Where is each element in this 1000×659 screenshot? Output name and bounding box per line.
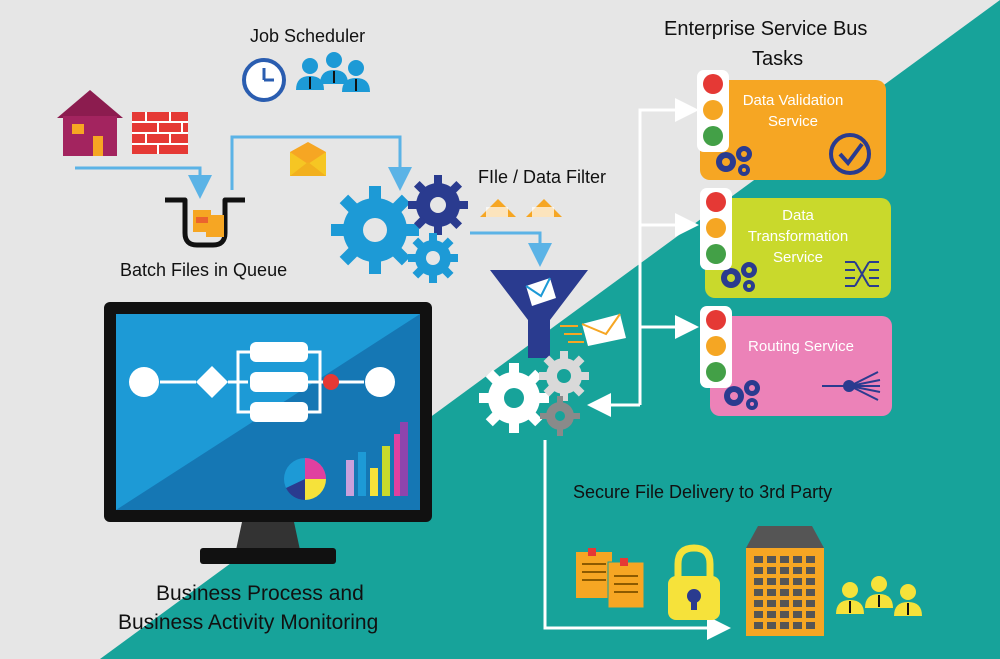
building-window	[780, 556, 789, 563]
data-validation-card: Data Validation Service	[700, 80, 886, 180]
arrow-house-to-queue	[75, 166, 212, 199]
transform-icon	[845, 261, 879, 287]
building-window	[793, 556, 802, 563]
building-window	[793, 611, 802, 618]
validation-title-line1: Data Validation	[742, 92, 844, 109]
checkmark-circle-icon	[829, 133, 871, 175]
building-window	[754, 600, 763, 607]
bar-chart-icon	[346, 422, 408, 496]
building-window	[806, 578, 815, 585]
building-window	[793, 578, 802, 585]
building-window	[767, 567, 776, 574]
building-window	[793, 567, 802, 574]
building-window	[780, 589, 789, 596]
gears-cluster-icon	[331, 175, 468, 283]
building-window	[793, 600, 802, 607]
building-window	[793, 589, 802, 596]
arrow-to-validation	[638, 98, 699, 405]
building-window	[806, 611, 815, 618]
building-window	[767, 578, 776, 585]
file-filter-label: FIle / Data Filter	[478, 167, 607, 187]
arrow-gears-to-filter	[470, 231, 552, 267]
routing-title: Routing Service	[748, 338, 854, 355]
people-group-icon	[836, 576, 922, 616]
building-window	[754, 556, 763, 563]
team-icon	[296, 52, 370, 92]
building-window	[806, 567, 815, 574]
transformation-title-line2: Transformation	[747, 228, 849, 245]
building-window	[780, 600, 789, 607]
arrow-to-delivery	[543, 440, 731, 640]
gears-icon	[721, 262, 757, 292]
data-transformation-card: Data Transformation Service	[705, 198, 891, 298]
building-window	[754, 567, 763, 574]
processing-gears-icon	[479, 351, 589, 436]
building-window	[754, 589, 763, 596]
documents-icon	[576, 548, 645, 609]
gears-icon	[716, 146, 752, 176]
traffic-light-validation	[697, 70, 729, 152]
office-building-icon	[746, 526, 824, 636]
building-window	[767, 556, 776, 563]
building-window	[767, 611, 776, 618]
building-window	[767, 600, 776, 607]
building-window	[754, 622, 763, 629]
event-node	[323, 374, 339, 390]
bpm-label-line1: Business Process and	[156, 582, 364, 605]
padlock-icon	[668, 544, 720, 620]
start-node	[129, 367, 159, 397]
envelope-icon	[290, 142, 326, 176]
building-window	[780, 567, 789, 574]
building-window	[806, 556, 815, 563]
routing-card: Routing Service	[710, 316, 892, 416]
arrow-queue-to-gears	[230, 135, 412, 191]
batch-queue-label: Batch Files in Queue	[120, 260, 288, 280]
traffic-light-transformation	[700, 188, 732, 270]
brick-wall-icon	[132, 112, 188, 154]
building-window	[806, 589, 815, 596]
funnel-icon	[490, 270, 588, 358]
gears-icon	[724, 380, 760, 410]
building-window	[754, 578, 763, 585]
transformation-title-line1: Data	[782, 207, 814, 224]
building-window	[767, 622, 776, 629]
building-window	[806, 622, 815, 629]
building-window	[767, 589, 776, 596]
validation-title-line2: Service	[767, 113, 819, 130]
building-window	[780, 622, 789, 629]
decision-node	[196, 366, 228, 398]
esb-title-line2: Tasks	[752, 48, 804, 70]
end-node	[365, 367, 395, 397]
job-scheduler-label: Job Scheduler	[250, 26, 366, 46]
building-window	[780, 611, 789, 618]
pie-chart-icon	[284, 458, 326, 500]
routing-icon	[822, 371, 881, 401]
building-window	[780, 578, 789, 585]
queue-bucket-icon	[165, 197, 245, 248]
esb-title-line1: Enterprise Service Bus	[664, 18, 868, 40]
transformation-title-line3: Service	[772, 249, 824, 266]
secure-delivery-label: Secure File Delivery to 3rd Party	[573, 482, 833, 502]
building-window	[754, 611, 763, 618]
process-flow-diagram	[129, 342, 395, 422]
building-window	[793, 622, 802, 629]
building-window	[806, 600, 815, 607]
data-files-icon	[480, 199, 562, 217]
bpm-label-line2: Business Activity Monitoring	[118, 611, 379, 634]
traffic-light-routing	[700, 306, 732, 388]
clock-icon	[242, 58, 286, 102]
flying-envelope-icon	[560, 313, 626, 346]
house-icon	[57, 90, 123, 156]
